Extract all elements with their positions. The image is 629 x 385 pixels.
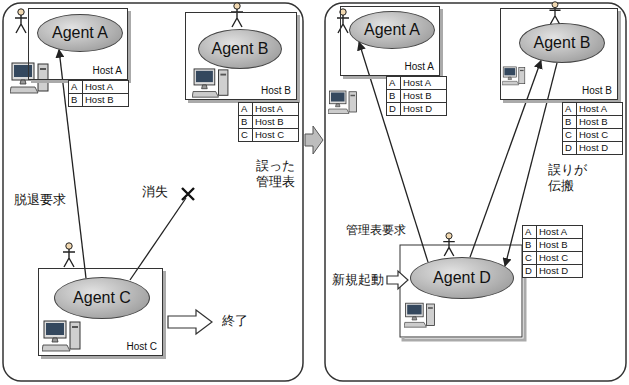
table: AHost ABHost BDHost D <box>386 76 447 116</box>
table-cell: D <box>563 142 577 155</box>
agent-ellipse: Agent A <box>349 11 435 49</box>
note-text: 終了 <box>222 313 248 329</box>
note-label: 誤りが 伝搬 <box>548 162 591 194</box>
agent-label: Agent D <box>433 269 491 287</box>
host-d-box <box>400 245 522 337</box>
table-cell: Host A <box>253 103 299 116</box>
table-cell: B <box>523 239 537 252</box>
table-cell: Host C <box>577 129 623 142</box>
agent-ellipse: Agent D <box>410 257 514 299</box>
person-icon <box>231 3 243 27</box>
table-cell: Host D <box>577 142 623 155</box>
computer-icon <box>10 63 48 93</box>
person-icon <box>15 9 27 33</box>
note-label: 誤った 管理表 <box>256 158 299 190</box>
host-label: Host A <box>93 65 122 76</box>
agent-label: Agent B <box>212 40 269 58</box>
host-label: Host C <box>126 341 157 352</box>
table-cell: Host A <box>83 81 129 94</box>
person-icon <box>549 2 560 24</box>
table-cell: B <box>69 94 83 107</box>
table-cell: Host B <box>83 94 129 107</box>
person-icon <box>337 9 349 33</box>
table-cell: C <box>563 129 577 142</box>
note-label: 管理表要求 <box>346 222 406 238</box>
table-cell: A <box>69 81 83 94</box>
exit-arrow <box>168 310 212 334</box>
right-panel <box>325 3 626 381</box>
agent-ellipse: Agent C <box>54 277 150 319</box>
table-cell: B <box>563 116 577 129</box>
table-cell: Host D <box>537 265 583 278</box>
agent-ellipse: Agent A <box>37 14 123 52</box>
table-cell: D <box>387 103 401 116</box>
note-label: 脱退要求 <box>14 192 66 208</box>
agent-label: Agent B <box>534 34 591 52</box>
table-cell: C <box>239 129 253 142</box>
host-label: Host B <box>582 85 612 96</box>
table-cell: B <box>387 90 401 103</box>
table-cell: Host C <box>537 252 583 265</box>
note-label: 終了 <box>222 313 248 329</box>
computer-icon <box>404 303 434 327</box>
person-icon <box>443 233 455 256</box>
table-cell: A <box>387 77 401 90</box>
table-cell: Host A <box>577 103 623 116</box>
agent-label: Agent A <box>364 21 420 39</box>
person-icon <box>63 243 75 267</box>
host-label: Host B <box>261 85 291 96</box>
table-cell: Host B <box>401 90 447 103</box>
note-label: 新規起動 <box>332 272 384 288</box>
table-cell: Host A <box>401 77 447 90</box>
table: AHost ABHost B <box>68 80 129 107</box>
transition-arrow <box>305 126 323 154</box>
table-cell: D <box>523 265 537 278</box>
left-panel <box>3 3 303 381</box>
host-box: Host C Agent C <box>38 268 163 356</box>
note-text: 脱退要求 <box>14 192 66 208</box>
computer-icon <box>192 69 228 97</box>
note-text: 誤りが 伝搬 <box>548 162 591 194</box>
computer-icon <box>42 321 80 351</box>
computer-icon <box>502 67 525 85</box>
host-box: Host A Agent A <box>28 8 128 80</box>
message-arrow <box>59 50 86 279</box>
computer-icon <box>328 91 357 114</box>
host-box: Host B Agent B <box>500 8 618 100</box>
table-cell: B <box>239 116 253 129</box>
table: AHost ABHost BCHost CDHost D <box>562 102 623 155</box>
agent-label: Agent C <box>73 289 131 307</box>
note-text: 消失 <box>142 184 168 200</box>
host-label: Host A <box>405 61 434 72</box>
table: AHost ABHost BCHost CDHost D <box>522 225 583 278</box>
table-cell: Host C <box>253 129 299 142</box>
table-cell: Host B <box>253 116 299 129</box>
table-cell: Host D <box>401 103 447 116</box>
table-cell: A <box>523 226 537 239</box>
table-cell: Host A <box>537 226 583 239</box>
note-text: 管理表要求 <box>346 222 406 238</box>
table-cell: C <box>523 252 537 265</box>
lost-mark <box>182 188 194 200</box>
agent-label: Agent A <box>52 24 108 42</box>
table-cell: Host B <box>577 116 623 129</box>
table-cell: A <box>239 103 253 116</box>
table: AHost ABHost BCHost C <box>238 102 299 142</box>
start-arrow <box>387 271 408 289</box>
table-cell: A <box>563 103 577 116</box>
note-text: 新規起動 <box>332 272 384 288</box>
host-box: Host A Agent A <box>340 6 440 76</box>
table-cell: Host B <box>537 239 583 252</box>
message-arrow <box>470 61 541 258</box>
note-label: 消失 <box>142 184 168 200</box>
agent-ellipse: Agent B <box>519 23 605 63</box>
agent-ellipse: Agent B <box>198 29 282 69</box>
host-box: Host B Agent B <box>185 12 297 100</box>
note-text: 誤った 管理表 <box>256 158 299 190</box>
